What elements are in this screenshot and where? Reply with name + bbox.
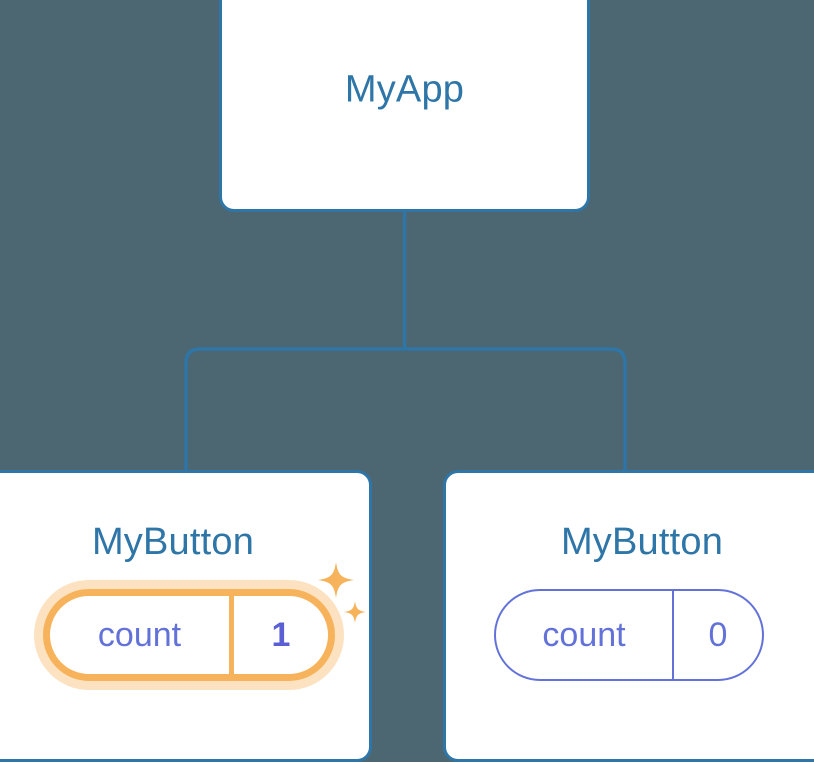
edge-root-to-child-right — [404, 347, 627, 472]
state-pill-right-wrap: count 0 — [494, 589, 764, 681]
node-mybutton-right-title: MyButton — [560, 521, 724, 563]
node-mybutton-left-title: MyButton — [91, 521, 255, 563]
edge-root-to-child-left — [184, 347, 405, 472]
state-pill-right[interactable]: count 0 — [494, 589, 764, 681]
node-mybutton-left[interactable]: MyButton count 1 — [0, 470, 372, 762]
state-pill-left-value: 1 — [271, 615, 291, 654]
node-myapp[interactable]: MyApp — [219, 0, 590, 212]
state-pill-right-value: 0 — [708, 615, 728, 654]
node-mybutton-right[interactable]: MyButton count 0 — [443, 470, 814, 762]
state-pill-right-key: count — [496, 591, 674, 679]
state-pill-left[interactable]: count 1 — [43, 589, 335, 681]
state-pill-left-key: count — [50, 596, 234, 674]
node-myapp-title: MyApp — [344, 68, 465, 111]
state-pill-left-wrap: count 1 — [43, 589, 335, 681]
